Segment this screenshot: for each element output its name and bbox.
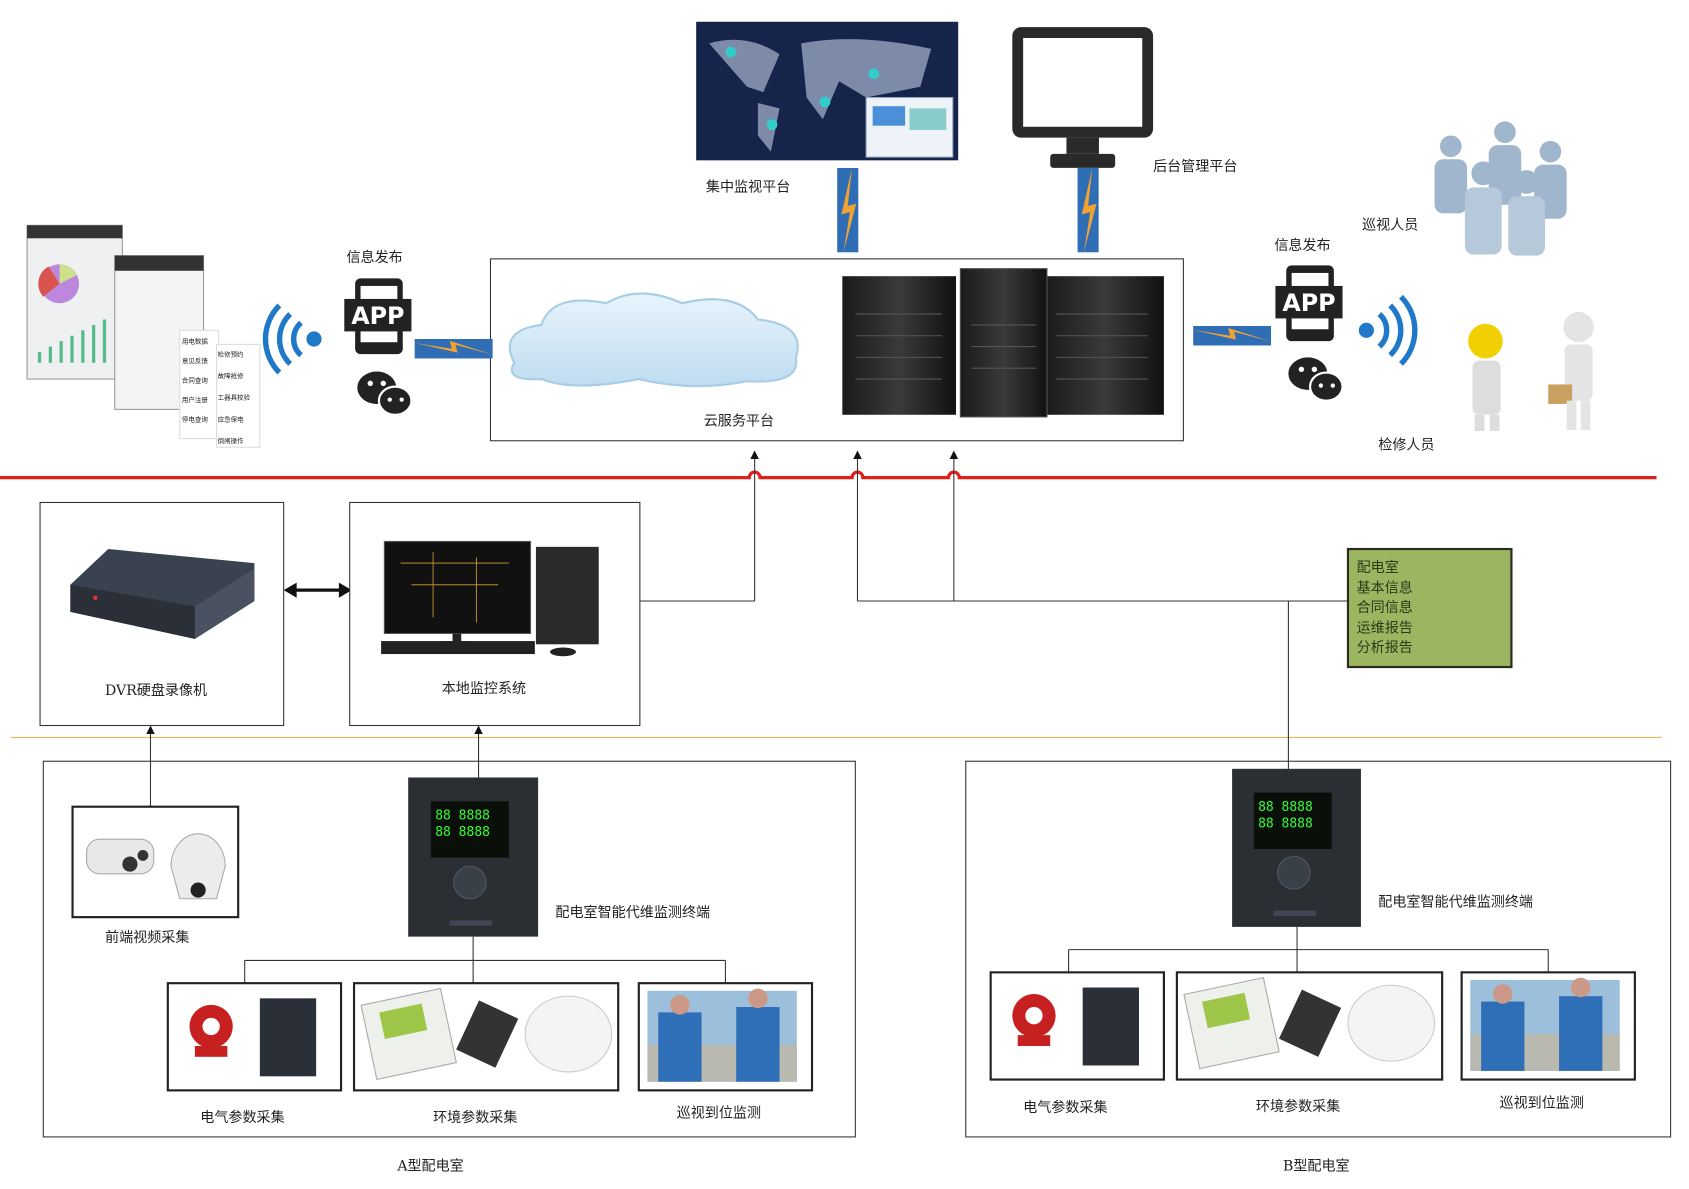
module-label: 巡视到位监测 [677,1105,761,1121]
central-monitor-label: 集中监视平台 [706,179,790,196]
app-phone-icon: APP [1275,265,1343,342]
repair-staff-figures [1468,311,1594,432]
connector-lines [146,450,1348,807]
camera-image [86,833,226,900]
module-label: 电气参数采集 [1023,1099,1107,1116]
network-bus-line [0,470,1657,480]
patrol-monitor-module [637,982,814,1092]
dvr-device-image [70,549,255,639]
lightning-link-icon [1077,167,1099,253]
backend-label: 后台管理平台 [1153,159,1237,175]
monitor-terminal-b: 88 8888 88 8888 [1232,768,1361,927]
lightning-link-icon [837,167,859,253]
environment-sensor-module [1175,971,1444,1081]
wireless-signal-icon [262,303,322,375]
bidirectional-arrow [283,582,352,598]
wechat-icon [1288,357,1344,402]
patrol-staff-figures [1434,121,1567,256]
backend-monitor-icon [1012,27,1154,168]
phone-menu-item: 用电数据 [182,336,208,345]
svg-text:APP: APP [351,302,404,330]
svg-text:88 8888: 88 8888 [1258,800,1313,815]
info-line: 分析报告 [1357,640,1413,656]
svg-text:88 8888: 88 8888 [435,809,490,824]
right-publish-label: 信息发布 [1274,237,1330,254]
module-label: 巡视到位监测 [1500,1096,1584,1112]
info-line: 配电室 [1357,559,1399,576]
phone-menu-item: 停电查询 [182,414,208,423]
lightning-link-icon [414,338,493,359]
wireless-signal-icon [1358,294,1418,366]
phone-menu-item: 检修预约 [218,349,244,358]
cloud-icon [508,292,799,388]
terminal-b-label: 配电室智能代维监测终端 [1378,893,1533,910]
mobile-app-screenshots [26,224,261,448]
electrical-sensor-module [989,971,1165,1081]
module-label: 环境参数采集 [1256,1098,1340,1115]
room-a-box [42,760,856,1138]
room-b-box [965,760,1672,1138]
central-monitor-map-image [696,21,959,161]
room-a-title: A型配电室 [396,1157,463,1174]
phone-menu-item: 意见反馈 [182,356,208,365]
left-publish-label: 信息发布 [346,249,402,266]
cloud-platform-label: 云服务平台 [704,414,774,430]
monitor-terminal-a: 88 8888 88 8888 [408,777,539,937]
phone-menu-item: 故障抢修 [218,371,244,380]
environment-sensor-module [352,982,620,1092]
patrol-monitor-module [1460,971,1636,1081]
phone-menu-item: 应急保电 [218,414,244,423]
phone-menu-item: 用户注册 [182,395,208,404]
info-line: 运维报告 [1357,620,1413,636]
phone-menu-item: 工器具校验 [218,393,251,402]
server-rack-icon [842,268,1164,418]
svg-text:APP: APP [1282,289,1335,317]
room-b-bus [1068,926,1549,973]
lightning-link-icon [1193,325,1272,346]
wechat-icon [357,371,413,416]
info-line: 合同信息 [1357,599,1413,616]
dvr-label: DVR硬盘录像机 [105,682,207,699]
svg-text:88 8888: 88 8888 [1258,816,1313,831]
phone-menu-item: 倒闸操作 [218,436,244,445]
svg-text:88 8888: 88 8888 [435,825,490,840]
module-label: 电气参数采集 [200,1109,284,1126]
phone-menu-item: 合同查询 [182,375,208,384]
room-b-title: B型配电室 [1283,1157,1350,1174]
power-room-info-box: 配电室 基本信息 合同信息 运维报告 分析报告 [1346,547,1513,669]
info-line: 基本信息 [1357,579,1413,596]
room-a-bus [244,936,726,984]
terminal-a-label: 配电室智能代维监测终端 [555,904,710,921]
module-label: 环境参数采集 [433,1109,517,1126]
camera-label: 前端视频采集 [105,929,189,946]
repair-staff-label: 检修人员 [1378,437,1434,453]
app-phone-icon: APP [344,278,412,355]
local-monitor-label: 本地监控系统 [442,681,526,697]
local-pc-image [381,540,599,657]
patrol-staff-label: 巡视人员 [1362,218,1418,234]
electrical-sensor-module [166,982,343,1092]
